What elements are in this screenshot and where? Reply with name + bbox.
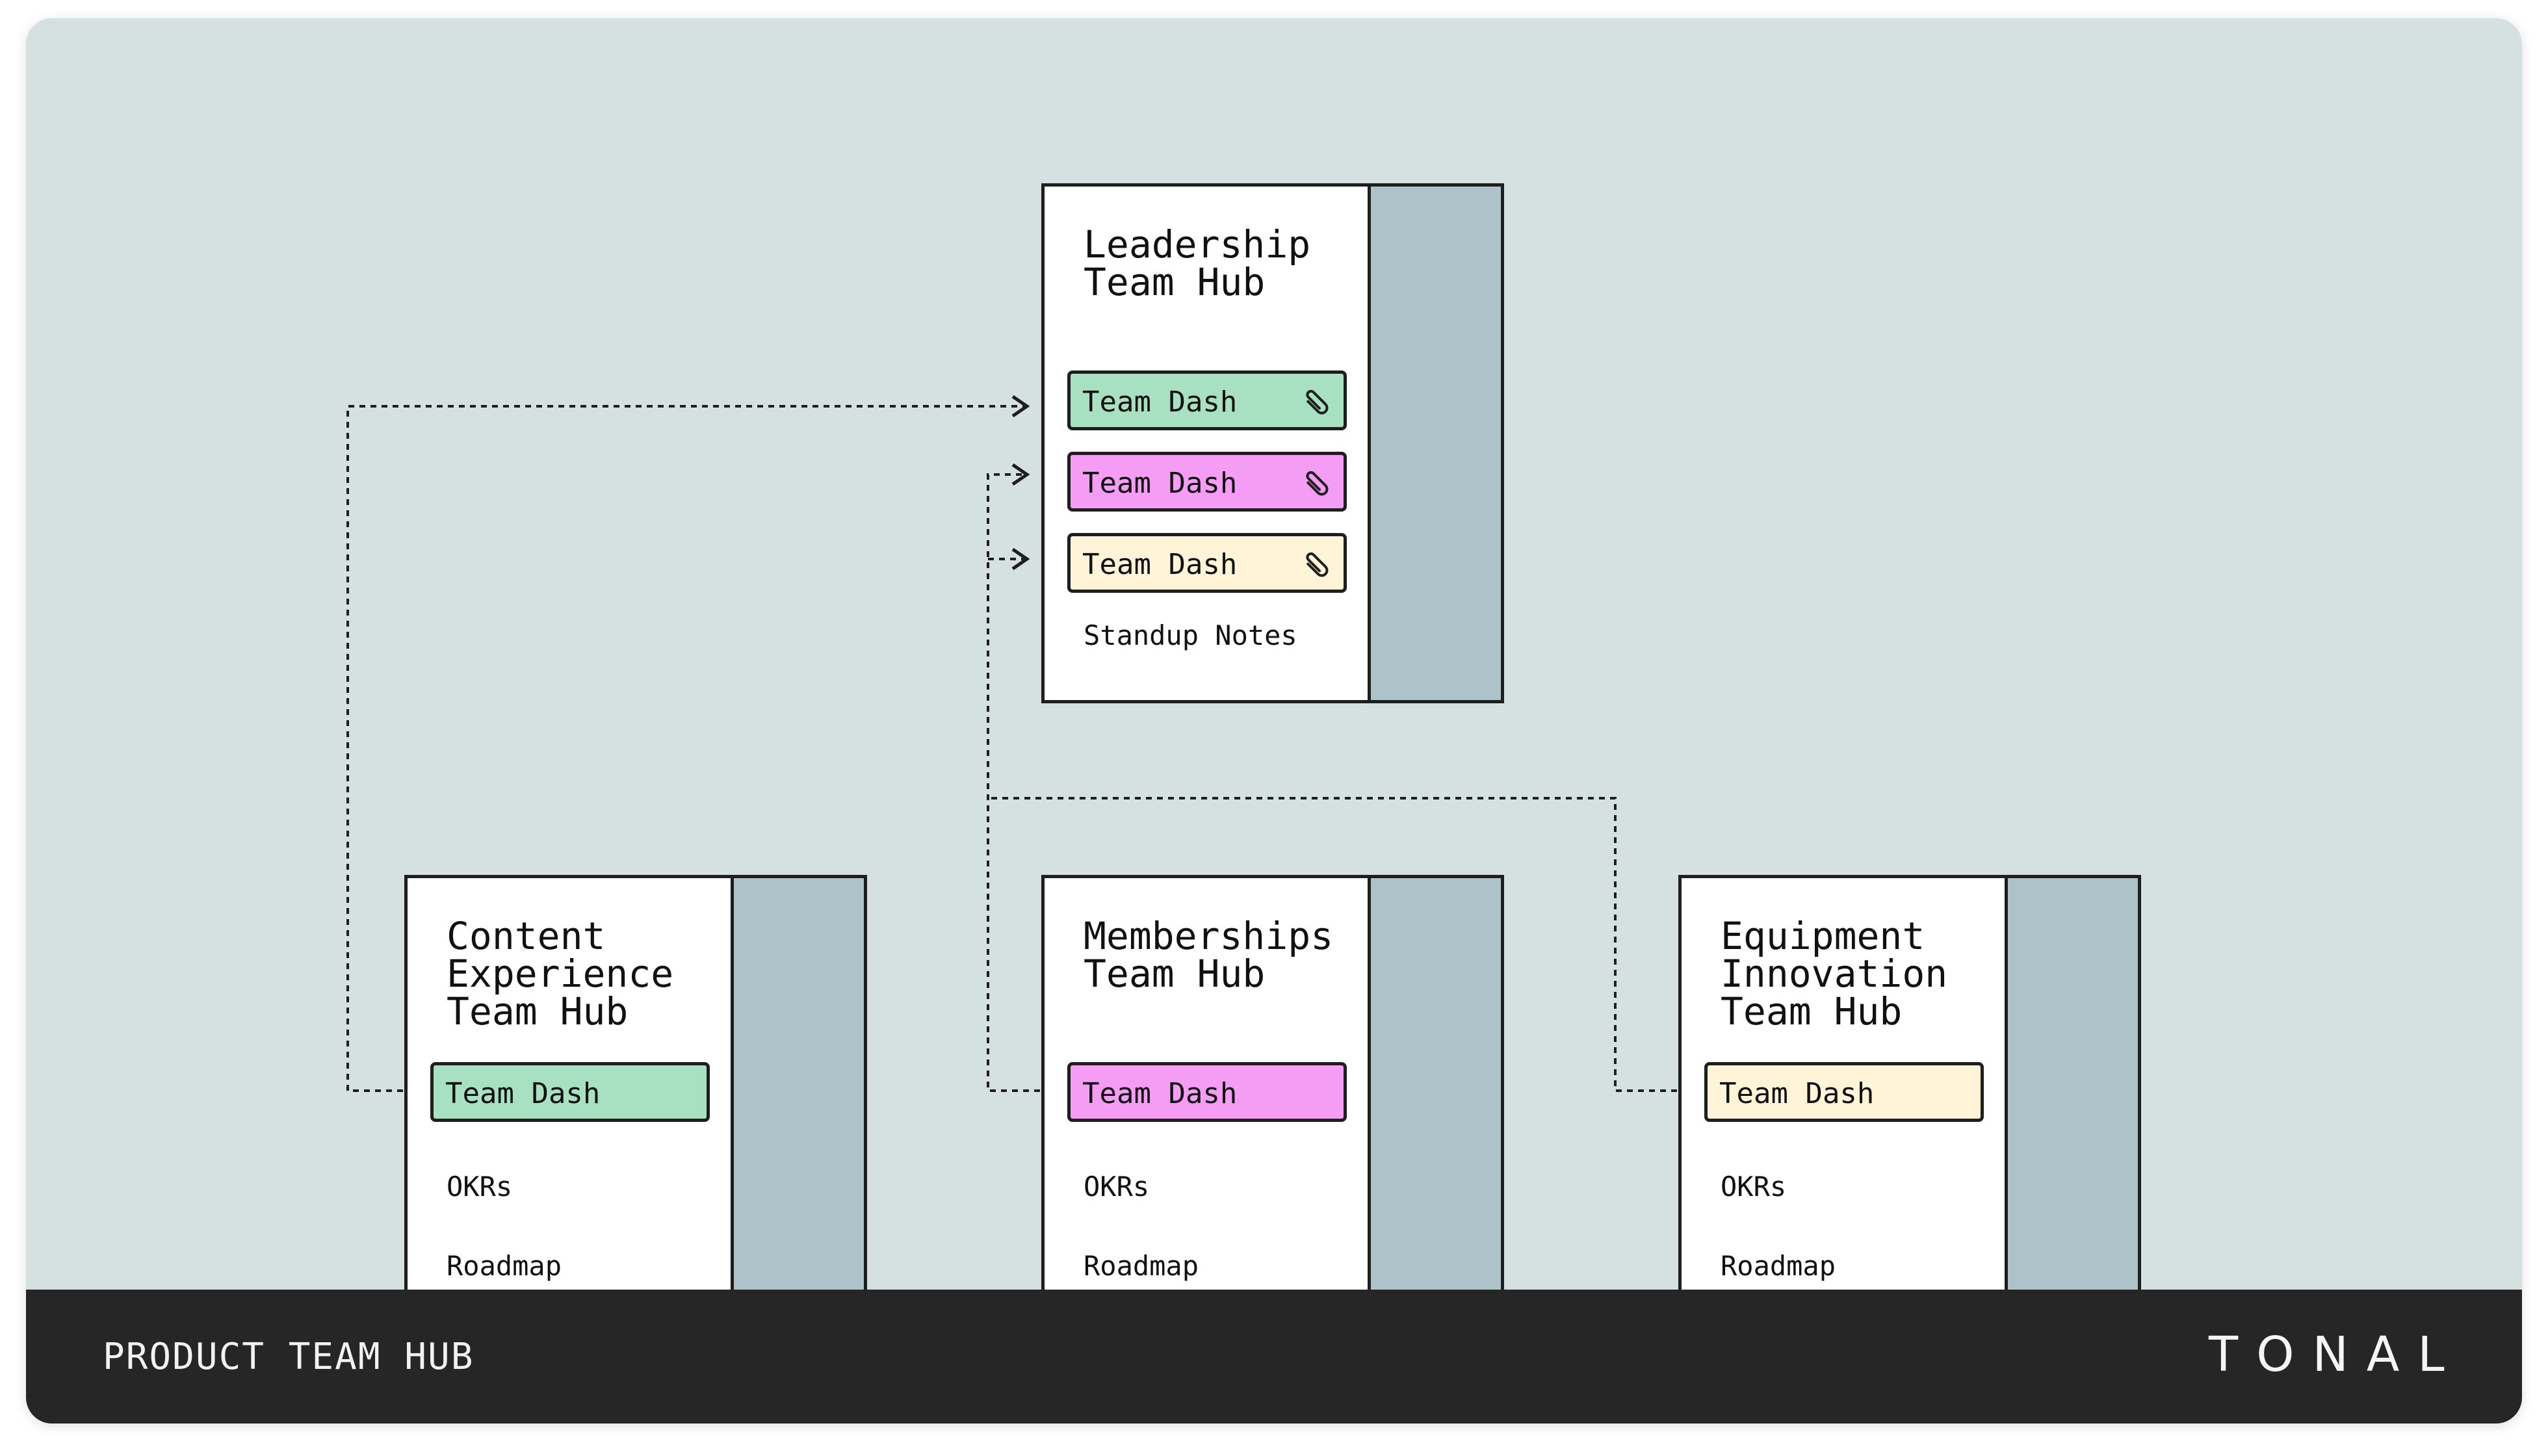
okrs-item[interactable]: OKRs [1721, 1171, 1787, 1202]
content-hub-title: Content Experience Team Hub [447, 914, 674, 1034]
okrs-item[interactable]: OKRs [1084, 1171, 1150, 1202]
memberships-hub-sidebar [1368, 878, 1501, 1314]
arrowhead-2 [1011, 463, 1030, 486]
arrowhead-1 [1011, 395, 1030, 418]
team-dash-label: Team Dash [1082, 467, 1238, 500]
content-hub-card[interactable]: Content Experience Team Hub Team Dash OK… [404, 875, 867, 1317]
connector-content-to-leadership [346, 405, 1024, 1092]
standup-notes-item[interactable]: Standup Notes [1084, 619, 1297, 651]
team-dash-label: Team Dash [1082, 548, 1238, 581]
roadmap-item[interactable]: Roadmap [1721, 1250, 1836, 1282]
leadership-hub-card[interactable]: Leadership Team Hub Team Dash Team Dash … [1041, 183, 1504, 703]
content-team-dash[interactable]: Team Dash [430, 1062, 710, 1122]
diagram-canvas: Leadership Team Hub Team Dash Team Dash … [26, 18, 2522, 1424]
team-dash-label: Team Dash [1082, 1077, 1238, 1110]
arrowhead-3 [1011, 547, 1030, 571]
leadership-team-dash-pink[interactable]: Team Dash [1067, 452, 1347, 512]
team-dash-label: Team Dash [1082, 385, 1238, 419]
okrs-item[interactable]: OKRs [447, 1171, 513, 1202]
equipment-hub-title: Equipment Innovation Team Hub [1721, 914, 1948, 1034]
footer-title: PRODUCT TEAM HUB [103, 1336, 474, 1378]
leadership-team-dash-cream[interactable]: Team Dash [1067, 533, 1347, 593]
roadmap-item[interactable]: Roadmap [1084, 1250, 1199, 1282]
roadmap-item[interactable]: Roadmap [447, 1250, 562, 1282]
paperclip-icon [1306, 552, 1329, 577]
memberships-hub-title: Memberships Team Hub [1084, 914, 1334, 996]
content-hub-sidebar [731, 878, 864, 1314]
connector-memberships-to-leadership [987, 473, 1040, 1092]
team-dash-label: Team Dash [1719, 1077, 1875, 1110]
equipment-team-dash[interactable]: Team Dash [1704, 1062, 1984, 1122]
equipment-hub-sidebar [2005, 878, 2138, 1314]
footer-bar: PRODUCT TEAM HUB TONAL [26, 1290, 2522, 1424]
memberships-hub-card[interactable]: Memberships Team Hub Team Dash OKRs Road… [1041, 875, 1504, 1317]
leadership-hub-sidebar [1368, 187, 1501, 700]
paperclip-icon [1306, 389, 1329, 415]
team-dash-label: Team Dash [445, 1077, 601, 1110]
paperclip-icon [1306, 471, 1329, 496]
leadership-hub-title: Leadership Team Hub [1084, 222, 1311, 304]
connector-lines [346, 395, 1677, 1092]
tonal-logo: TONAL [2209, 1327, 2463, 1383]
leadership-team-dash-green[interactable]: Team Dash [1067, 370, 1347, 430]
connector-equipment-to-leadership [988, 797, 1677, 1092]
equipment-hub-card[interactable]: Equipment Innovation Team Hub Team Dash … [1678, 875, 2141, 1317]
memberships-team-dash[interactable]: Team Dash [1067, 1062, 1347, 1122]
